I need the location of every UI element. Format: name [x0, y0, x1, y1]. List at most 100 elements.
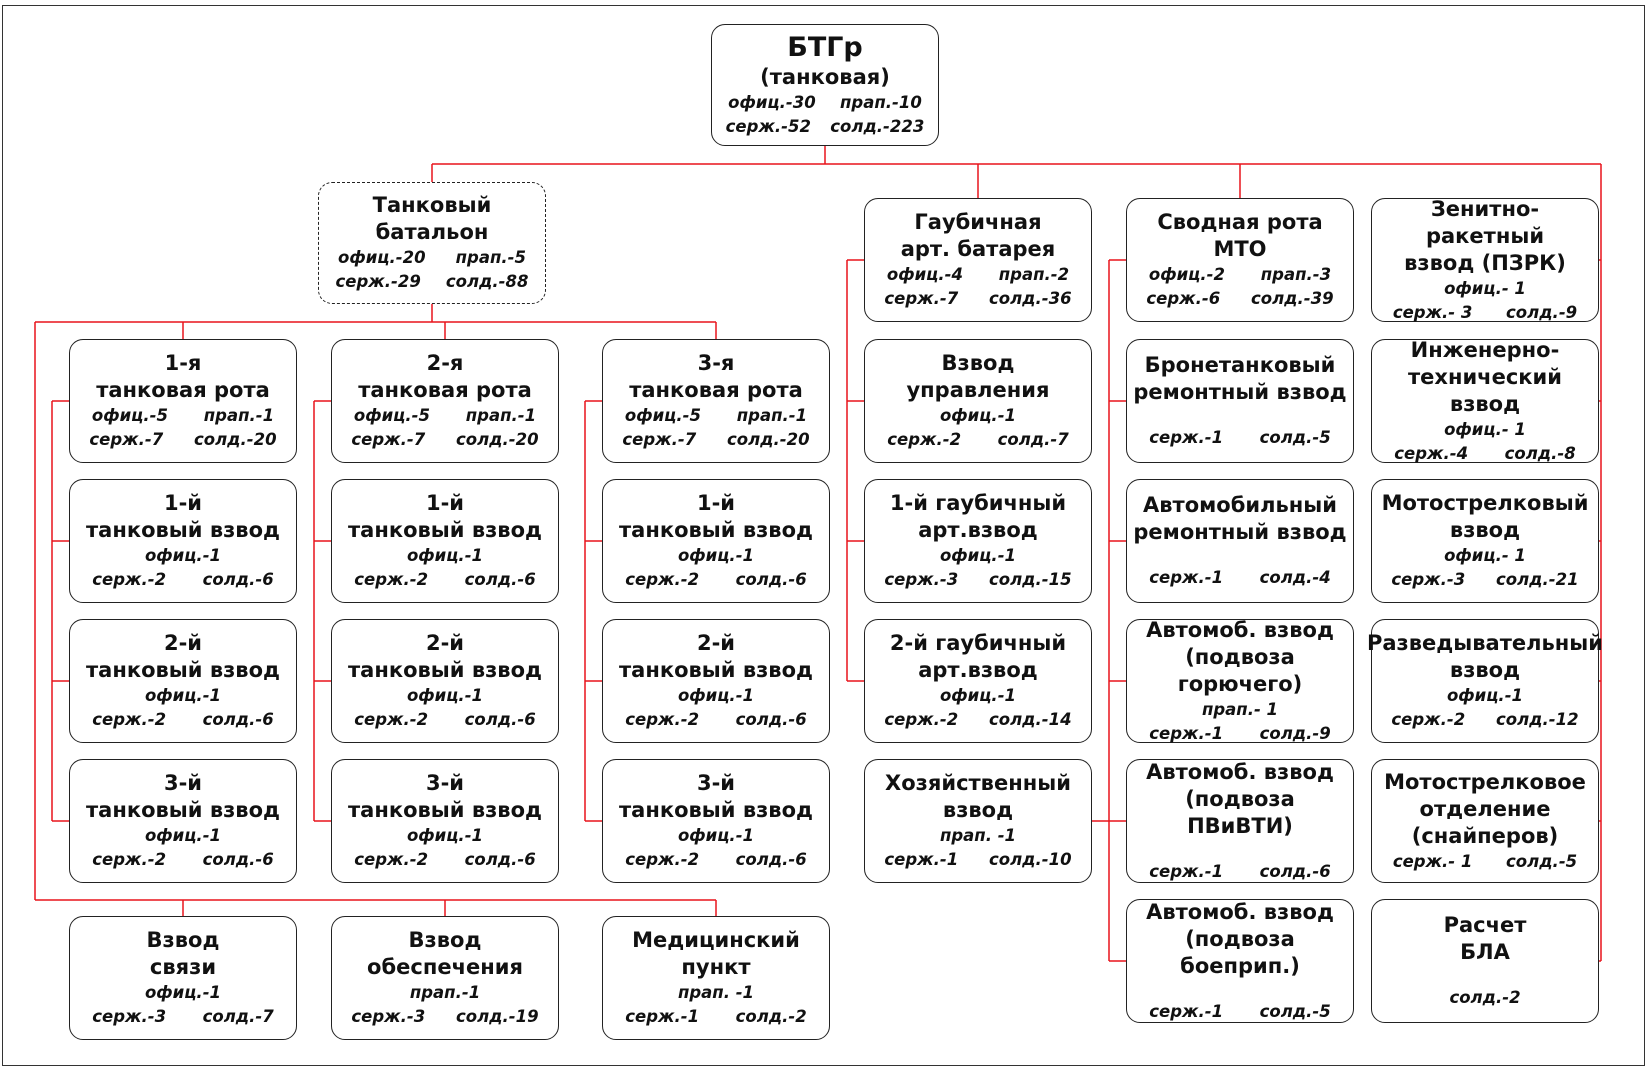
stat-sergeants: серж.-7: [622, 430, 697, 449]
unit-title: Автомоб. взвод (подвоза боеприп.): [1146, 899, 1334, 978]
stat-sergeants: серж.-2: [92, 710, 167, 729]
stat-soldiers: солд.-6: [735, 570, 807, 589]
unit-title: 3-я танковая рота: [629, 351, 803, 402]
stat-sergeants: серж.-2: [354, 850, 429, 869]
unit-title: Мотострелковое отделение (снайперов): [1384, 769, 1586, 848]
stat-soldiers: солд.-36: [988, 289, 1072, 308]
unit-title: 1-й танковый взвод: [618, 491, 813, 542]
stat-sergeants: серж.-1: [1149, 1001, 1224, 1021]
stat-officers: офиц.-1: [406, 546, 484, 565]
stat-sergeants: серж.-2: [92, 570, 167, 589]
stat-soldiers: солд.-223: [830, 116, 925, 136]
stat-soldiers: солд.-6: [1259, 861, 1331, 881]
stat-sergeants: серж.-2: [625, 570, 700, 589]
unit-title: Автомоб. взвод (подвоза ПВиВТИ): [1146, 759, 1334, 838]
stat-officers: офиц.-1: [144, 826, 222, 845]
stat-officers: офиц.- 1: [1444, 419, 1526, 439]
stat-soldiers: солд.-8: [1504, 443, 1576, 463]
stat-soldiers: солд.-19: [455, 1007, 539, 1026]
stat-sergeants: серж.-7: [351, 430, 426, 449]
stat-sergeants: серж.-3: [92, 1007, 167, 1026]
unit-title: Взвод управления: [906, 351, 1050, 402]
stat-officers: офиц.-1: [677, 546, 755, 565]
unit-ammo-transport-platoon: Автомоб. взвод (подвоза боеприп.) серж.-…: [1126, 899, 1354, 1023]
unit-title: 2-й танковый взвод: [85, 631, 280, 682]
stat-sergeants: серж.-1: [1149, 568, 1224, 587]
stat-soldiers: солд.-6: [202, 850, 274, 869]
stat-soldiers: солд.-7: [997, 430, 1069, 449]
stat-sergeants: серж.-2: [354, 570, 429, 589]
unit-title: Разведывательный взвод: [1367, 631, 1603, 682]
stat-soldiers: солд.-6: [202, 710, 274, 729]
stat-sergeants: серж.-2: [625, 710, 700, 729]
stat-warrant: прап.-10: [840, 92, 922, 112]
unit-uav-crew: Расчет БЛА солд.-2: [1371, 899, 1599, 1023]
unit-air-defense-platoon: Зенитно-ракетный взвод (ПЗРК) офиц.- 1 с…: [1371, 197, 1599, 322]
stat-warrant: прап. -1: [677, 983, 755, 1002]
stat-sergeants: серж.-2: [887, 430, 962, 449]
unit-title: 3-й танковый взвод: [618, 771, 813, 822]
stat-officers: офиц.-1: [406, 826, 484, 845]
stat-warrant: прап.-5: [455, 248, 526, 267]
stat-sergeants: серж.-7: [884, 289, 959, 308]
unit-fuel-transport-platoon: Автомоб. взвод (подвоза горючего) прап.-…: [1126, 618, 1354, 743]
unit-title: Мотострелковый взвод: [1381, 491, 1589, 542]
stat-soldiers: солд.-20: [455, 430, 539, 449]
stat-warrant: прап.-1: [409, 983, 481, 1002]
stat-officers: офиц.-5: [624, 406, 701, 425]
unit-title: 3-й танковый взвод: [85, 771, 280, 822]
stat-warrant: прап.-1: [736, 406, 808, 425]
stat-sergeants: серж.-1: [1149, 861, 1224, 881]
stat-soldiers: солд.-6: [464, 850, 536, 869]
stat-soldiers: солд.-20: [726, 430, 810, 449]
stat-sergeants: серж.-2: [884, 710, 959, 729]
unit-company-1-platoon-2: 2-й танковый взвод офиц.-1 серж.-2 солд.-…: [69, 619, 297, 743]
unit-title: 1-я танковая рота: [96, 351, 270, 402]
stat-officers: офиц.-4: [886, 265, 963, 284]
stat-officers: офиц.-1: [144, 686, 222, 705]
stat-officers: офиц.-1: [677, 826, 755, 845]
stat-officers: офиц.-1: [939, 546, 1017, 565]
stat-soldiers: солд.-21: [1495, 570, 1579, 589]
stat-officers: офиц.-5: [91, 406, 168, 425]
stat-soldiers: солд.-14: [988, 710, 1072, 729]
unit-title: Гаубичная арт. батарея: [900, 210, 1056, 261]
unit-title: 1-й танковый взвод: [347, 491, 542, 542]
stat-sergeants: серж.-3: [1391, 570, 1466, 589]
stat-soldiers: солд.-6: [464, 710, 536, 729]
stat-soldiers: солд.-2: [1449, 988, 1521, 1007]
stat-sergeants: серж.-3: [884, 570, 959, 589]
unit-title: 1-й гаубичный арт.взвод: [889, 491, 1067, 542]
stat-sergeants: серж.-1: [884, 850, 959, 869]
unit-title: 2-й гаубичный арт.взвод: [889, 631, 1067, 682]
unit-title: 2-я танковая рота: [358, 351, 532, 402]
stat-officers: офиц.-1: [1446, 686, 1524, 705]
unit-title: Хозяйственный взвод: [885, 771, 1071, 822]
stat-warrant: прап.-1: [203, 406, 275, 425]
stat-warrant: прап. -1: [939, 826, 1017, 845]
unit-company-3: 3-я танковая рота офиц.-5 прап.-1 серж.-7…: [602, 339, 830, 463]
unit-subtitle: (танковая): [760, 64, 890, 89]
unit-title: Взвод обеспечения: [367, 928, 523, 979]
unit-title: Сводная рота МТО: [1157, 210, 1323, 261]
stat-officers: офиц.- 1: [1444, 546, 1526, 565]
unit-title: 2-й танковый взвод: [618, 631, 813, 682]
stat-soldiers: солд.-6: [735, 850, 807, 869]
stat-sergeants: серж.-2: [625, 850, 700, 869]
stat-sergeants: серж.-7: [89, 430, 164, 449]
